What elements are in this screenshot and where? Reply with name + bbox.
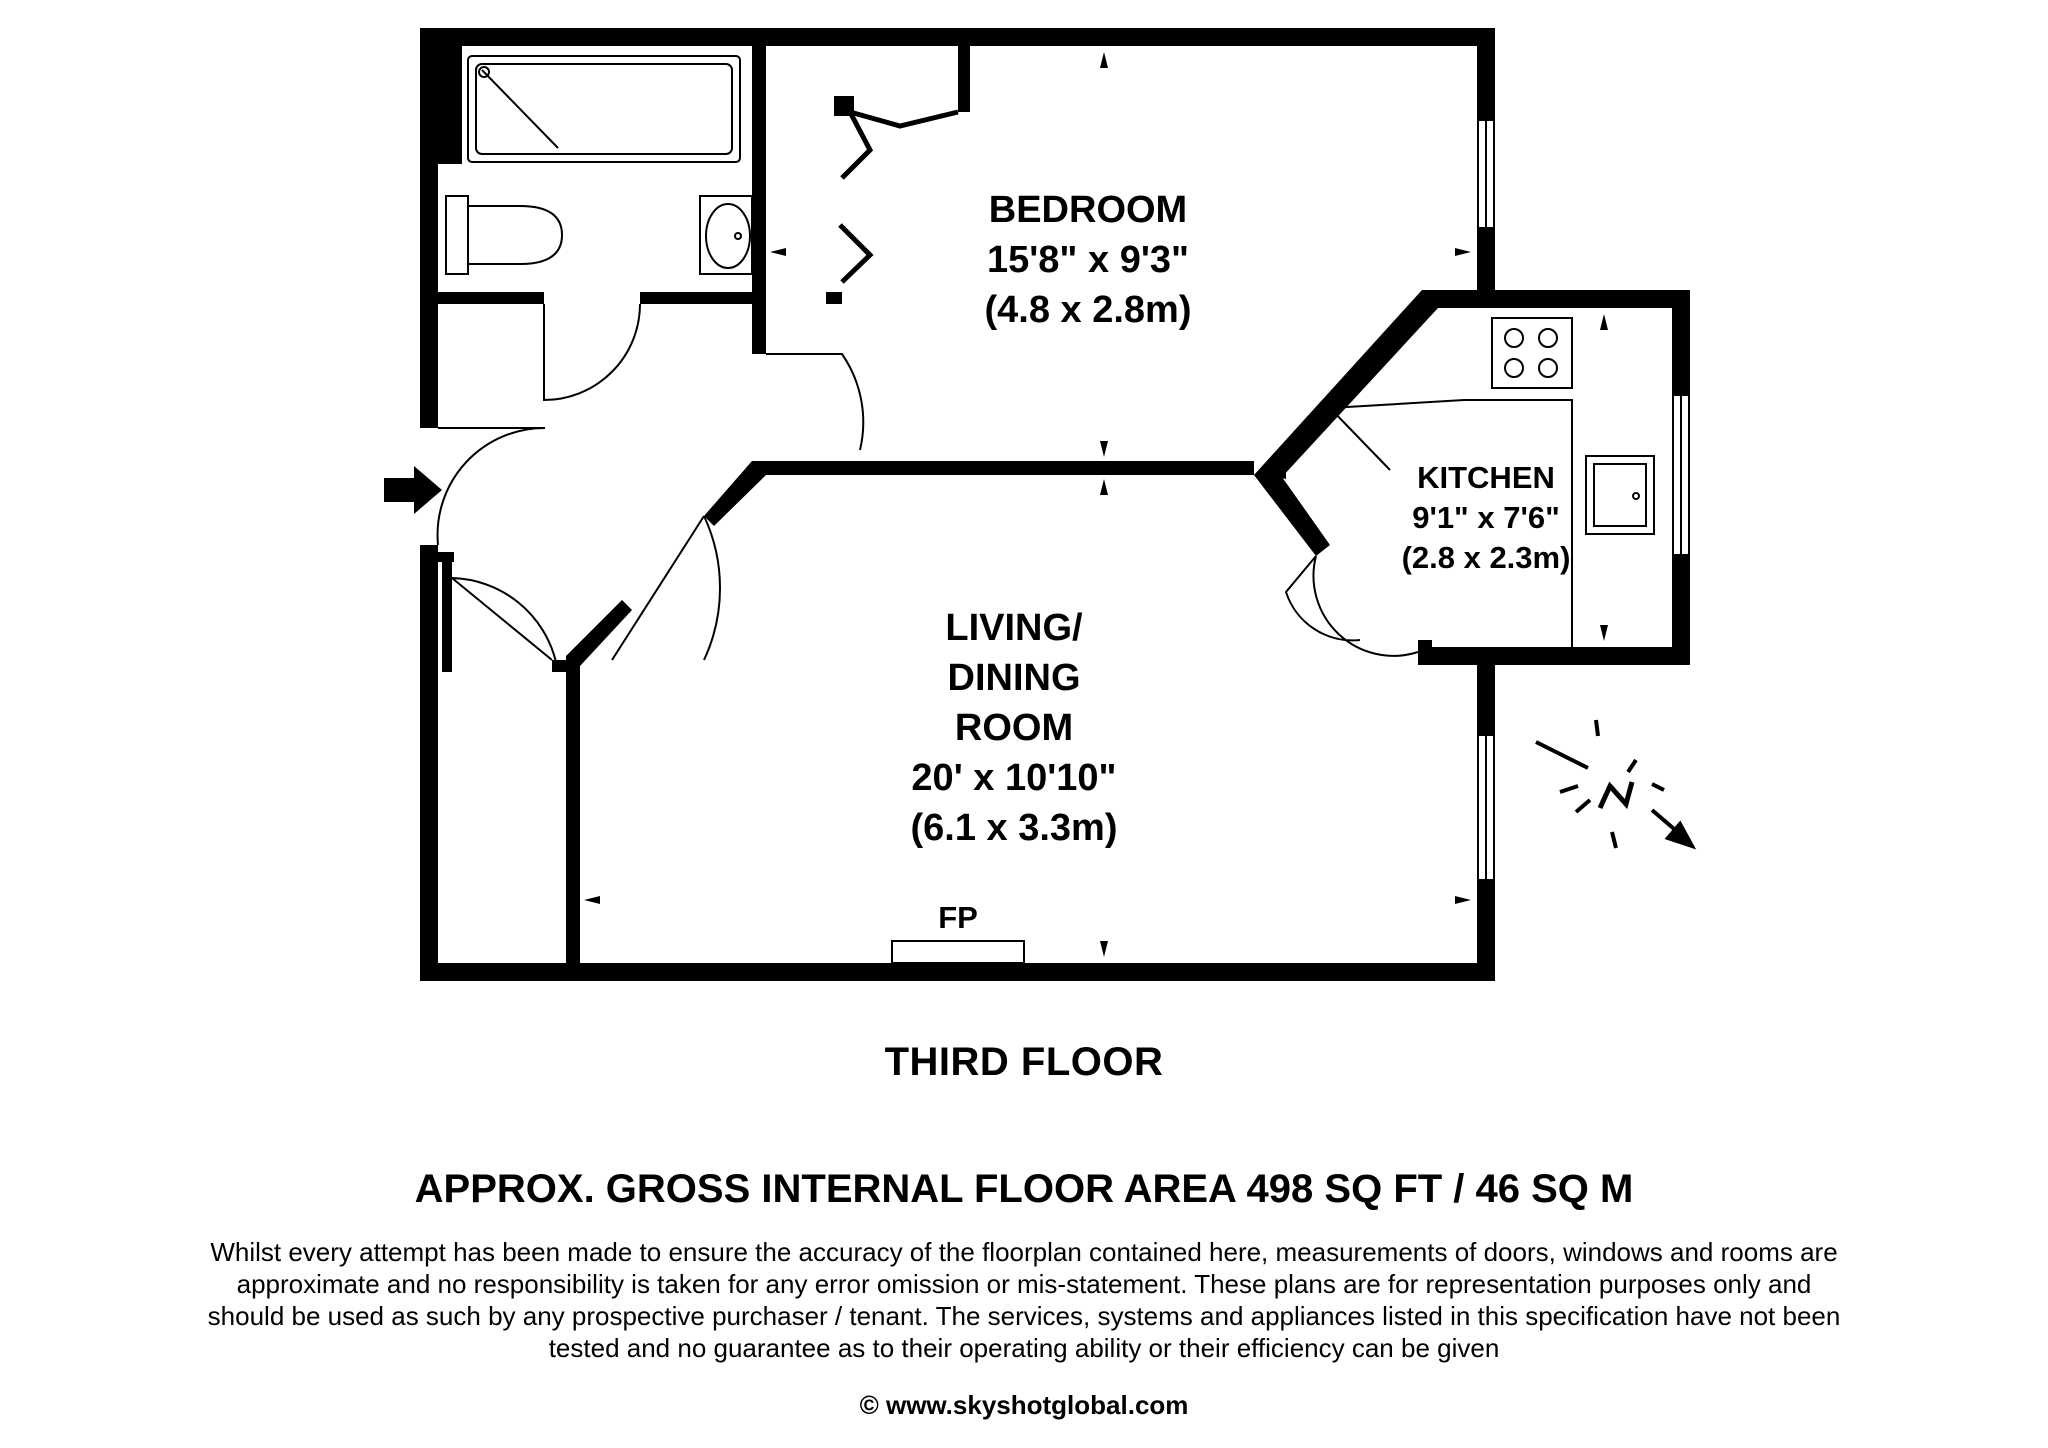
wall-bedroom-living xyxy=(758,461,1254,475)
door-living xyxy=(611,515,721,661)
kitchen-counter xyxy=(1329,399,1573,648)
walls xyxy=(420,28,1690,981)
copyright-link[interactable]: © www.skyshotglobal.com xyxy=(859,1390,1189,1420)
bedroom-metric: (4.8 x 2.8m) xyxy=(985,289,1192,331)
bath-wall-block xyxy=(438,46,462,164)
wall-bedroom-left-stub xyxy=(826,292,842,304)
floor-title: THIRD FLOOR xyxy=(884,1040,1164,1084)
wall-living-left xyxy=(566,656,580,963)
disclaimer-text: Whilst every attempt has been made to en… xyxy=(207,1237,1841,1363)
living-name-line3: ROOM xyxy=(955,707,1073,749)
living-imperial: 20' x 10'10" xyxy=(911,757,1116,799)
wall-right-bedroom-lower xyxy=(1477,228,1495,292)
wall-kitchen-right-lower xyxy=(1672,555,1690,665)
area-summary: APPROX. GROSS INTERNAL FLOOR AREA 498 SQ… xyxy=(414,1167,1634,1211)
wall-cupboard-right xyxy=(552,660,566,672)
door-bathroom xyxy=(543,303,641,402)
door-kitchen xyxy=(1284,555,1419,657)
floor-plan: BEDROOM 15'8" x 9'3" (4.8 x 2.8m) KITCHE… xyxy=(384,28,1697,981)
bedroom-name: BEDROOM xyxy=(989,189,1187,231)
wall-top xyxy=(420,28,1495,46)
wall-right-living-lower xyxy=(1477,880,1495,981)
living-name-line2: DINING xyxy=(948,657,1081,699)
door-bedroom xyxy=(766,353,865,451)
wall-living-diag-left xyxy=(704,461,766,526)
kitchen-metric: (2.8 x 2.3m) xyxy=(1402,540,1571,575)
wall-right-living-upper xyxy=(1477,655,1495,735)
wall-kitchen-top xyxy=(1422,290,1690,308)
wall-left-upper xyxy=(420,28,438,428)
door-entrance xyxy=(436,426,546,546)
dimension-markers xyxy=(584,52,1608,957)
north-compass-icon xyxy=(1535,719,1697,850)
north-letter xyxy=(1597,781,1635,810)
wall-bath-bottom-left xyxy=(438,292,544,304)
wall-living-diag-lower xyxy=(566,600,632,666)
toilet-icon xyxy=(445,195,564,275)
bathtub-icon xyxy=(467,55,741,163)
door-cupboard xyxy=(451,577,557,663)
bedroom-imperial: 15'8" x 9'3" xyxy=(987,239,1189,281)
entrance-arrow-icon xyxy=(384,466,442,514)
kitchen-sink-icon xyxy=(1585,455,1655,535)
wall-kitchen-diag-low xyxy=(1254,460,1330,556)
wall-cupboard-post xyxy=(442,552,452,672)
wall-left-lower xyxy=(420,545,438,981)
wall-bath-right xyxy=(752,46,766,292)
wall-kitchen-bottom xyxy=(1418,647,1690,665)
wall-right-bedroom-upper xyxy=(1477,28,1495,120)
wardrobe-post-right xyxy=(958,46,970,112)
kitchen-imperial: 9'1" x 7'6" xyxy=(1412,500,1560,535)
wall-bath-bottom-right xyxy=(640,292,766,304)
fireplace-label: FP xyxy=(938,900,978,935)
wall-kitchen-right-upper xyxy=(1672,290,1690,395)
fixtures xyxy=(445,55,1655,964)
wall-kitchen-diag-top xyxy=(1254,290,1438,490)
living-name-line1: LIVING/ xyxy=(945,607,1083,649)
wardrobe-post-left xyxy=(834,96,854,116)
windows xyxy=(1477,119,1690,881)
wall-kitchen-stub xyxy=(1418,640,1432,664)
wardrobe-doors xyxy=(838,109,959,284)
wall-bottom xyxy=(420,963,1495,981)
fireplace-icon xyxy=(891,940,1025,964)
doors xyxy=(436,109,1419,663)
kitchen-name: KITCHEN xyxy=(1417,460,1555,495)
living-metric: (6.1 x 3.3m) xyxy=(911,807,1118,849)
basin-icon xyxy=(699,195,753,275)
wall-hall-post xyxy=(752,292,766,354)
hob-icon xyxy=(1491,317,1573,389)
